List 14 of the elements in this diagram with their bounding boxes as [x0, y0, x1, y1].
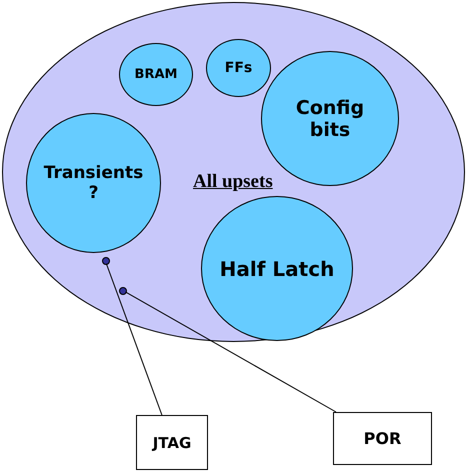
leader-line	[106, 263, 162, 416]
node-label: Transients ?	[42, 163, 144, 203]
dot-marker	[102, 257, 110, 265]
label-box	[136, 415, 208, 470]
node-label: FFs	[224, 60, 252, 76]
dot-marker	[119, 287, 127, 295]
node-label: BRAM	[134, 67, 178, 82]
set-title: All upsets	[193, 171, 273, 193]
node-label: JTAG	[152, 434, 192, 452]
node-label: POR	[364, 429, 402, 448]
node-label: Config bits	[294, 96, 366, 140]
leader-line	[124, 291, 337, 412]
node-label: Half Latch	[220, 256, 334, 280]
label-box	[333, 412, 432, 465]
